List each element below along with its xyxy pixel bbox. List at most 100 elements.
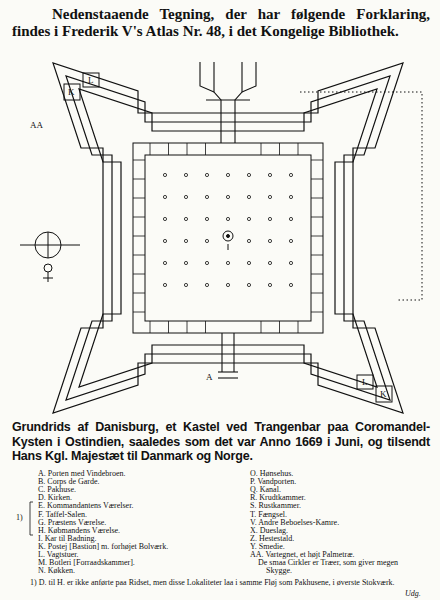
cell-wall: [133, 274, 145, 275]
map-letter: A: [206, 372, 213, 382]
tree-dot: [163, 195, 166, 198]
key-entry: H. Købmandens Værelse.: [38, 527, 120, 535]
footnote: 1) D. til H. er ikke anførte paa Ridset,…: [30, 578, 400, 588]
key-entry: A. Porten med Vindebroen.: [38, 470, 126, 478]
tree-dot: [289, 283, 292, 286]
tree-dot: [247, 173, 250, 176]
cell-wall: [168, 321, 169, 333]
key-entry: F. Taffel-Salen.: [38, 511, 87, 519]
key-entry: O. Hønsehus.: [250, 470, 293, 478]
cell-wall: [298, 321, 299, 333]
dotted-outwork: [300, 92, 422, 300]
tree-dot: [289, 239, 292, 242]
tree-dot: [205, 283, 208, 286]
cell-wall: [150, 143, 151, 155]
cell-wall: [311, 179, 323, 180]
rampart-line: [53, 63, 403, 413]
key-entry: Y. Smedie.: [250, 543, 285, 551]
key-entry: R. Krudtkammer.: [250, 494, 306, 502]
water-gate: [200, 62, 256, 143]
cell-wall: [187, 143, 188, 155]
key-entry: I. Kar til Badning.: [38, 535, 96, 543]
key-entry: E. Kommandantens Værelser.: [38, 502, 133, 510]
tree-dot: [163, 173, 166, 176]
key-entry: M. Botleri [Forraadskammer].: [38, 559, 135, 567]
cell-wall: [205, 321, 206, 333]
tree-dot: [205, 239, 208, 242]
key-entry: G. Præstens Værelse.: [38, 519, 106, 527]
tree-dot: [226, 195, 229, 198]
cell-wall: [133, 179, 145, 180]
tree-dot: [226, 261, 229, 264]
tree-dot: [247, 283, 250, 286]
key-entry: V. Andre Beboelses-Kamre.: [250, 519, 339, 527]
map-letter: K: [380, 389, 387, 399]
key-entry: B. Corps de Garde.: [38, 478, 100, 486]
tree-dot: [247, 195, 250, 198]
key-entry: AA. Vartegnet, et højt Palmetræ.: [250, 551, 355, 559]
cell-wall: [279, 143, 280, 155]
courtyard: [133, 143, 323, 333]
tree-dot: [205, 217, 208, 220]
tree-dot: [184, 173, 187, 176]
tree-dot: [268, 173, 271, 176]
cell-wall: [311, 293, 323, 294]
bastion-rooms: [64, 73, 392, 402]
tree-dot: [247, 217, 250, 220]
cell-wall: [205, 143, 206, 155]
footnote-mark: 1): [16, 514, 23, 522]
cell-wall: [133, 312, 145, 313]
cell-wall: [150, 321, 151, 333]
tree-dot: [268, 283, 271, 286]
cell-wall: [261, 143, 262, 155]
map-letter: K: [68, 87, 75, 97]
key-entry: P. Vandporten.: [250, 478, 296, 486]
cell-wall: [187, 321, 188, 333]
tree-dot: [268, 217, 271, 220]
tree-dot: [205, 195, 208, 198]
cell-wall: [311, 236, 323, 237]
tree-dot: [184, 195, 187, 198]
cell-wall: [133, 160, 145, 161]
key-entry: K. Postej [Bastion] m. forhøjet Bolværk.: [38, 543, 168, 551]
tree-dot: [247, 239, 250, 242]
tree-dot: [163, 239, 166, 242]
key-entry: S. Rustkammer.: [250, 502, 301, 510]
tree-dot: [289, 261, 292, 264]
tree-dot: [205, 173, 208, 176]
key-entry: Q. Kanal.: [250, 486, 281, 494]
key-entry: T. Fængsel.: [250, 511, 287, 519]
tree-dot: [163, 283, 166, 286]
cell-wall: [311, 217, 323, 218]
tree-dot: [184, 261, 187, 264]
key-entry: C. Pakhuse.: [38, 486, 76, 494]
cell-wall: [311, 274, 323, 275]
cell-wall: [311, 255, 323, 256]
bracket: [30, 502, 33, 535]
rampart-line: [66, 76, 390, 400]
well: [223, 231, 233, 250]
tree-dot: [163, 261, 166, 264]
key-entry: Z. Hestestald.: [250, 535, 294, 543]
tree-dot: [268, 261, 271, 264]
compass-mark: [20, 232, 80, 282]
cell-wall: [168, 143, 169, 155]
tree-dot: [184, 239, 187, 242]
main-gate: [218, 333, 238, 378]
map-letter: L: [362, 377, 368, 387]
tree-dot: [205, 261, 208, 264]
map-letter: AA: [30, 120, 43, 130]
tree-dots: [163, 173, 292, 286]
building-cells: [133, 143, 323, 333]
tree-dot: [184, 283, 187, 286]
page-title: Nedenstaaende Tegning, der har følgende …: [12, 6, 430, 40]
tree-dot: [184, 217, 187, 220]
tree-dot: [226, 283, 229, 286]
tree-dot: [268, 239, 271, 242]
cell-wall: [133, 293, 145, 294]
cell-wall: [311, 198, 323, 199]
tree-dot: [268, 195, 271, 198]
key-entry: D. Kirken.: [38, 494, 72, 502]
editor-mark: Udg.: [405, 589, 421, 598]
